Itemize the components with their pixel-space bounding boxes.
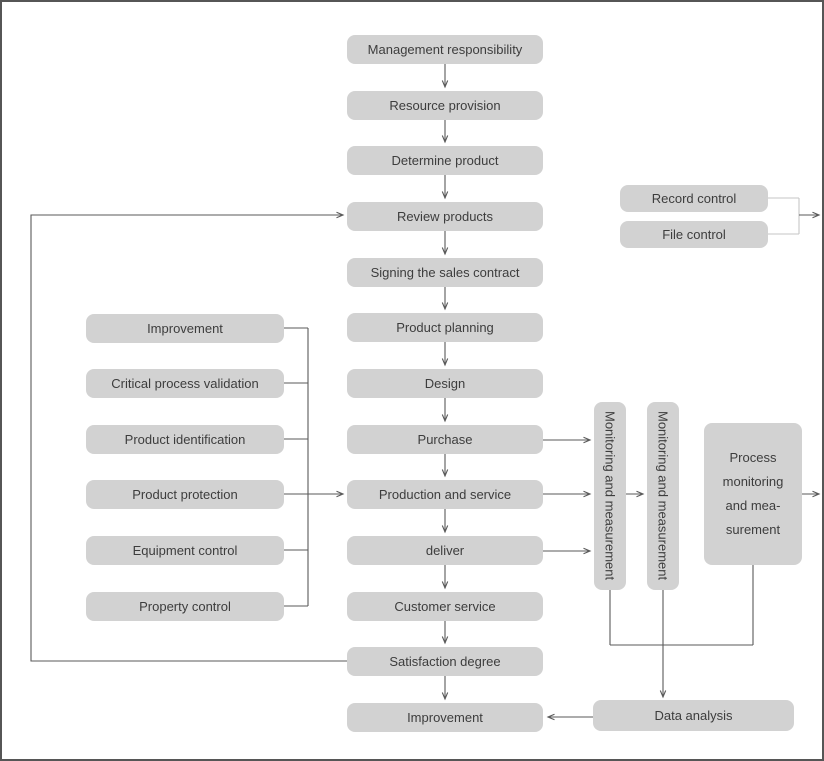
flow-node-purchase: Purchase [347, 425, 543, 454]
flow-node-satisfaction-degree: Satisfaction degree [347, 647, 543, 676]
control-node-record-control: Record control [620, 185, 768, 212]
monitoring-node-2: Monitoring and measurement [647, 402, 679, 590]
monitoring-node-1: Monitoring and measurement [594, 402, 626, 590]
flow-node-product-planning: Product planning [347, 313, 543, 342]
flow-node-resource-provision: Resource provision [347, 91, 543, 120]
support-node-improvement: Improvement [86, 314, 284, 343]
flow-node-customer-service: Customer service [347, 592, 543, 621]
flow-node-signing-sales-contract: Signing the sales contract [347, 258, 543, 287]
support-node-critical-process-validation: Critical process validation [86, 369, 284, 398]
flow-node-design: Design [347, 369, 543, 398]
flow-node-improvement: Improvement [347, 703, 543, 732]
data-analysis-node: Data analysis [593, 700, 794, 731]
process-monitoring-line: and mea- [725, 498, 781, 513]
control-node-file-control: File control [620, 221, 768, 248]
process-monitoring-line: Process [729, 450, 777, 465]
support-node-product-protection: Product protection [86, 480, 284, 509]
support-node-equipment-control: Equipment control [86, 536, 284, 565]
flow-node-deliver: deliver [347, 536, 543, 565]
flow-node-production-and-service: Production and service [347, 480, 543, 509]
process-monitoring-line: surement [725, 522, 781, 537]
support-node-property-control: Property control [86, 592, 284, 621]
flow-node-management-responsibility: Management responsibility [347, 35, 543, 64]
process-monitoring-node: Process monitoring and mea- surement [704, 423, 802, 565]
support-node-product-identification: Product identification [86, 425, 284, 454]
flow-node-determine-product: Determine product [347, 146, 543, 175]
flow-node-review-products: Review products [347, 202, 543, 231]
process-monitoring-line: monitoring [722, 474, 784, 489]
